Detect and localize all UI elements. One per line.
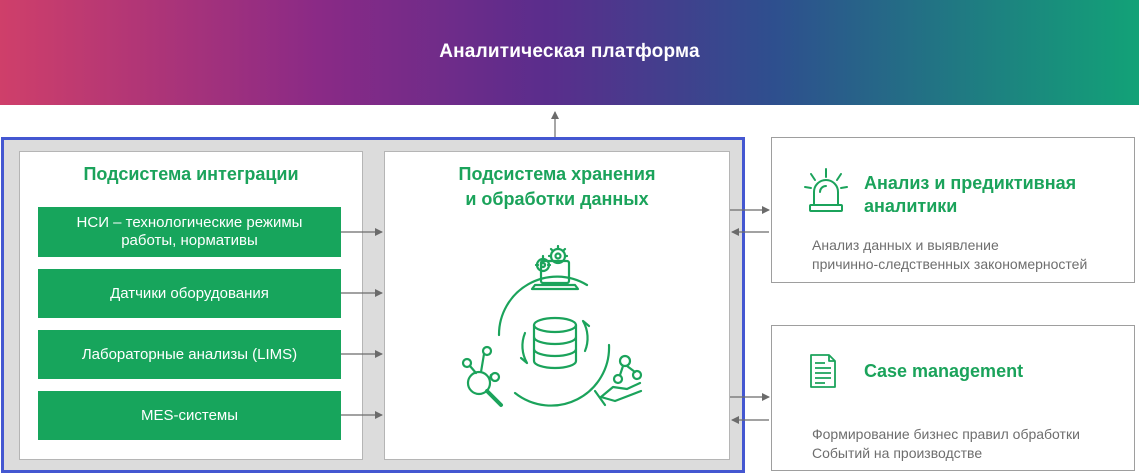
case-management-title: Case management — [864, 361, 1024, 381]
cycle-arc-top-icon — [497, 275, 589, 337]
network-search-icon — [461, 345, 503, 407]
siren-icon — [804, 168, 848, 212]
storage-title-line2: и обработки данных — [465, 189, 649, 209]
analysis-desc-line2: причинно-следственных закономерностей — [812, 256, 1088, 272]
analysis-title-line1: Анализ и предиктивная — [864, 173, 1077, 193]
storage-title-line1: Подсистема хранения — [458, 164, 656, 184]
analysis-title-line2: аналитики — [864, 196, 958, 216]
cycle-arc-bottom-icon — [513, 343, 611, 407]
source-nsi-line1: НСИ – технологические режимы — [76, 214, 303, 231]
analysis-title: Анализ и предиктивная аналитики — [864, 172, 1134, 218]
database-icon — [532, 316, 578, 370]
storage-panel — [384, 151, 730, 460]
case-desc-line1: Формирование бизнес правил обработки — [812, 426, 1080, 442]
source-nsi-line2: работы, нормативы — [121, 232, 258, 249]
platform-title: Аналитическая платформа — [439, 40, 700, 62]
case-desc-line2: Событий на производстве — [812, 445, 983, 461]
source-sensors-box: Датчики оборудования — [38, 269, 341, 318]
source-sensors-label: Датчики оборудования — [110, 284, 269, 302]
case-management-description: Формирование бизнес правил обработки Соб… — [812, 425, 1134, 463]
data-processing-illustration — [461, 245, 643, 407]
analysis-desc-line1: Анализ данных и выявление — [812, 237, 999, 253]
source-mes-label: MES-системы — [140, 406, 239, 424]
platform-banner: Аналитическая платформа — [0, 0, 1139, 105]
document-icon — [810, 354, 836, 388]
source-lims-box: Лабораторные анализы (LIMS) — [38, 330, 341, 379]
source-lims-label: Лабораторные анализы (LIMS) — [81, 345, 298, 363]
analysis-description: Анализ данных и выявление причинно-следс… — [812, 236, 1134, 274]
integration-title: Подсистема интеграции — [83, 164, 299, 184]
refresh-left-icon — [519, 331, 529, 365]
laptop-gears-icon — [530, 245, 580, 291]
source-nsi-box: НСИ – технологические режимы работы, нор… — [38, 207, 341, 257]
source-mes-box: MES-системы — [38, 391, 341, 440]
refresh-right-icon — [581, 319, 591, 353]
case-management-panel — [771, 325, 1135, 471]
hand-molecules-icon — [593, 354, 643, 407]
storage-title: Подсистема хранения и обработки данных — [384, 162, 730, 212]
